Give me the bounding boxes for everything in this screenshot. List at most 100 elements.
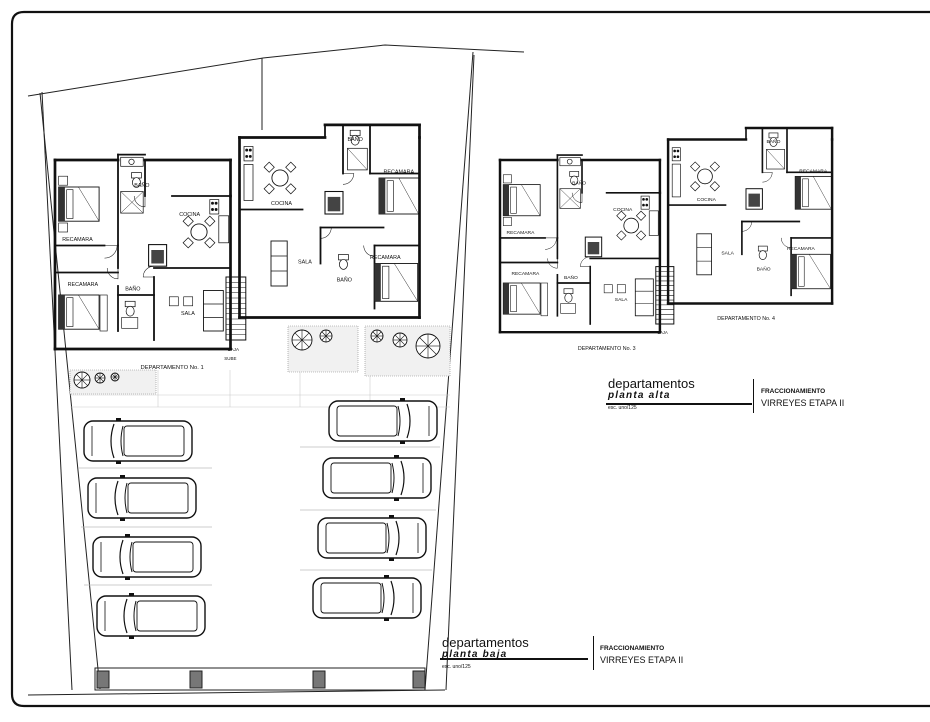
dining-table [697, 168, 713, 185]
bed [790, 253, 831, 290]
project-caption: FRACCIONAMIENTO [761, 388, 826, 395]
room-label-bano: BAÑO [757, 266, 771, 273]
project-name: VIRREYES ETAPA II [600, 655, 684, 665]
room-label-sala: SALA [181, 311, 195, 317]
armchair [183, 296, 194, 307]
car [312, 575, 422, 621]
armchair [616, 284, 626, 294]
chair [635, 210, 647, 221]
ground-floor-plan: BAÑOCOCINARECAMARARECAMARASALABAÑOCOCINA… [53, 123, 451, 395]
shower [766, 149, 785, 170]
plant [110, 372, 120, 382]
stove [671, 147, 681, 162]
scale-label: esc. uno/125 [608, 405, 637, 411]
upper-floor-plan: BAÑOCOCINARECAMARARECAMARASALABAÑOCOCINA… [498, 126, 834, 352]
refrigerator [584, 236, 603, 258]
unit-label: DEPARTAMENTO No. 4 [717, 316, 775, 322]
counter [218, 215, 230, 244]
title-departamentos: departamentos [442, 635, 529, 650]
title-departamentos: departamentos [608, 376, 695, 391]
subtitle-planta-alta: planta alta [608, 390, 671, 401]
toilet [131, 172, 142, 188]
chair [690, 161, 701, 172]
door-swing [545, 237, 557, 250]
subtitle-planta-baja: planta baja [442, 649, 508, 660]
chair [616, 230, 627, 241]
plant [415, 333, 441, 359]
chair [690, 181, 701, 192]
sofa [270, 240, 288, 287]
bed [58, 294, 100, 330]
sheet-frame [10, 10, 930, 708]
toilet [757, 245, 768, 260]
chair [709, 181, 720, 192]
title-block-planta-alta: departamentos planta alta esc. uno/125 [608, 377, 695, 412]
room-label-recamara: RECAMARA [68, 282, 99, 288]
room-label-cocina: COCINA [271, 201, 292, 207]
armchair [168, 296, 179, 307]
room-label-bano: BAÑO [125, 286, 140, 293]
stove [640, 195, 650, 210]
sofa [696, 233, 712, 276]
room-label-sala: SALA [298, 260, 312, 266]
car [83, 418, 193, 464]
chair [616, 210, 627, 221]
plant [319, 329, 333, 343]
plant [73, 371, 91, 389]
plant [370, 329, 384, 343]
room-label-recamara: RECAMARA [511, 271, 540, 277]
chair [204, 237, 216, 249]
refrigerator [745, 188, 763, 210]
room-label-recamara: RECAMARA [507, 230, 536, 236]
toilet [563, 288, 574, 303]
stair-label-baja: BAJA [657, 330, 668, 335]
shower [347, 147, 368, 171]
armchair [603, 284, 613, 294]
title-divider [593, 636, 594, 670]
project-block-planta-baja: FRACCIONAMIENTO VIRREYES ETAPA II [600, 645, 683, 665]
shower [559, 188, 581, 209]
landscaping [69, 325, 451, 395]
lavabo [560, 303, 576, 314]
toilet [338, 254, 349, 270]
chair [263, 183, 275, 195]
scale-label: esc. uno/125 [442, 664, 471, 670]
bed [374, 263, 419, 302]
lavabo [121, 317, 139, 329]
stair-label-sube: SUBE [224, 356, 236, 361]
bed [378, 177, 420, 215]
building-block: BAÑOCOCINARECAMARARECAMARASALABAÑOCOCINA… [53, 123, 421, 371]
stairs [225, 276, 247, 341]
room-label-bano: BAÑO [348, 136, 363, 143]
chair [635, 230, 647, 241]
plant [94, 372, 106, 384]
door-swing [363, 245, 375, 257]
toilet [124, 300, 136, 317]
car [328, 398, 438, 444]
toilet [768, 132, 779, 147]
stairs [655, 266, 675, 325]
door-swing [104, 245, 118, 259]
unit-label: DEPARTAMENTO No. 1 [141, 365, 204, 371]
bed [58, 186, 100, 222]
refrigerator [148, 244, 168, 267]
chair [204, 215, 216, 227]
nightstand [502, 174, 512, 184]
project-block-planta-alta: FRACCIONAMIENTO VIRREYES ETAPA II [761, 388, 844, 408]
lavabo [559, 157, 581, 167]
refrigerator [324, 190, 344, 215]
project-name: VIRREYES ETAPA II [761, 398, 845, 408]
toilet [569, 171, 580, 186]
bed [502, 184, 541, 217]
shower [120, 191, 144, 214]
closet [99, 294, 108, 332]
dining-table [271, 169, 289, 187]
room-label-bano: BAÑO [572, 180, 586, 187]
room-label-recamara: RECAMARA [799, 168, 828, 174]
chair [285, 183, 297, 195]
